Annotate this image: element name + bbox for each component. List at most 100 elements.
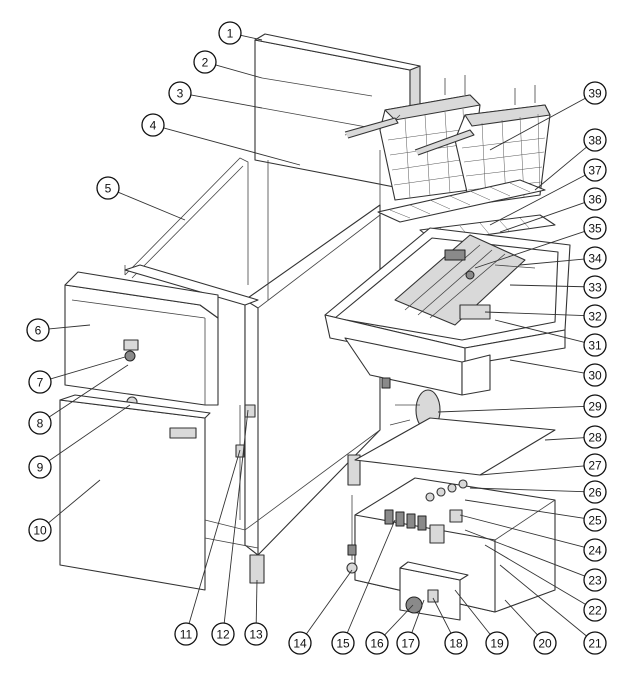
callout-number: 15 (336, 637, 350, 651)
callout-28: 28 (583, 425, 607, 449)
cabinet-body (244, 150, 381, 556)
callout-33: 33 (583, 275, 607, 299)
callout-number: 35 (588, 222, 602, 236)
callout-circle (583, 246, 607, 270)
callout-circle (96, 176, 120, 200)
callout-27: 27 (583, 453, 607, 477)
leader-line-9 (48, 404, 131, 462)
callout-number: 38 (588, 134, 602, 148)
callout-circle (331, 631, 355, 655)
callout-circle (168, 81, 192, 105)
leader-line-22 (484, 544, 586, 605)
leader-line-36 (499, 202, 585, 233)
callout-circle (583, 128, 607, 152)
callout-number: 10 (33, 524, 47, 538)
callout-25: 25 (583, 508, 607, 532)
leader-line-23 (464, 529, 585, 577)
callout-circle (174, 622, 198, 646)
leader-line-37 (489, 174, 586, 226)
leader-line-19 (454, 589, 491, 635)
leader-lines (48, 34, 587, 637)
leader-line-2 (215, 64, 263, 79)
leader-line-35 (474, 231, 585, 269)
leader-line-6 (48, 324, 91, 330)
leader-line-29 (437, 405, 585, 413)
callout-number: 28 (588, 431, 602, 445)
callout-number: 20 (538, 637, 552, 651)
callout-9: 9 (28, 455, 52, 479)
callout-circle (583, 453, 607, 477)
callout-circle (583, 81, 607, 105)
callout-29: 29 (583, 394, 607, 418)
callout-number: 33 (588, 281, 602, 295)
callout-number: 39 (588, 87, 602, 101)
callout-circle (583, 275, 607, 299)
callout-number: 12 (216, 628, 230, 642)
callout-6: 6 (26, 318, 50, 342)
leader-line-28 (544, 437, 585, 441)
rod-lower (261, 107, 373, 129)
callout-2: 2 (193, 50, 217, 74)
leader-line-17 (411, 599, 425, 633)
callout-12: 12 (211, 622, 235, 646)
control-plate (399, 561, 469, 621)
callout-circle (244, 622, 268, 646)
callout-circle (218, 21, 242, 45)
callout-14: 14 (288, 631, 312, 655)
callout-19: 19 (485, 631, 509, 655)
callout-number: 13 (249, 628, 263, 642)
callout-number: 27 (588, 459, 602, 473)
callout-circle (583, 363, 607, 387)
leader-line-25 (464, 499, 585, 519)
callout-number: 11 (180, 628, 193, 642)
callout-number: 8 (37, 417, 44, 431)
leader-line-26 (469, 487, 585, 493)
callout-number: 21 (588, 637, 602, 651)
callout-circle (583, 508, 607, 532)
callout-number: 32 (588, 310, 602, 324)
leader-line-31 (494, 319, 585, 343)
callout-24: 24 (583, 538, 607, 562)
leader-line-39 (489, 97, 586, 151)
callout-circle (211, 622, 235, 646)
callout-number: 30 (588, 369, 602, 383)
callout-circle (583, 333, 607, 357)
leader-line-5 (117, 191, 186, 221)
leader-line-1 (240, 34, 263, 41)
hinge-top (244, 404, 256, 418)
leader-line-12 (223, 409, 249, 624)
switch-knob (124, 350, 136, 362)
callout-number: 7 (37, 376, 44, 390)
callout-number: 3 (177, 87, 184, 101)
callout-38: 38 (583, 128, 607, 152)
leader-line-18 (432, 597, 452, 634)
callout-circle (583, 598, 607, 622)
callout-number: 24 (588, 544, 602, 558)
callout-number: 37 (588, 164, 602, 178)
callout-23: 23 (583, 568, 607, 592)
callout-number: 16 (370, 637, 384, 651)
callout-7: 7 (28, 370, 52, 394)
callout-37: 37 (583, 158, 607, 182)
callout-number: 25 (588, 514, 602, 528)
leader-line-32 (484, 311, 585, 317)
callout-circle (28, 370, 52, 394)
callout-circle (26, 318, 50, 342)
callout-13: 13 (244, 622, 268, 646)
callout-circle (193, 50, 217, 74)
leader-line-34 (519, 258, 585, 266)
fryer-parts-drawing (59, 33, 571, 621)
callout-circle (583, 394, 607, 418)
callout-circle (583, 568, 607, 592)
foot-front (249, 554, 265, 584)
callout-number: 23 (588, 574, 602, 588)
callout-22: 22 (583, 598, 607, 622)
callout-3: 3 (168, 81, 192, 105)
leader-line-24 (459, 514, 585, 548)
callout-circle (583, 304, 607, 328)
leader-line-38 (534, 146, 587, 191)
callout-circle (141, 113, 165, 137)
leader-line-14 (306, 569, 353, 635)
callout-number: 26 (588, 486, 602, 500)
